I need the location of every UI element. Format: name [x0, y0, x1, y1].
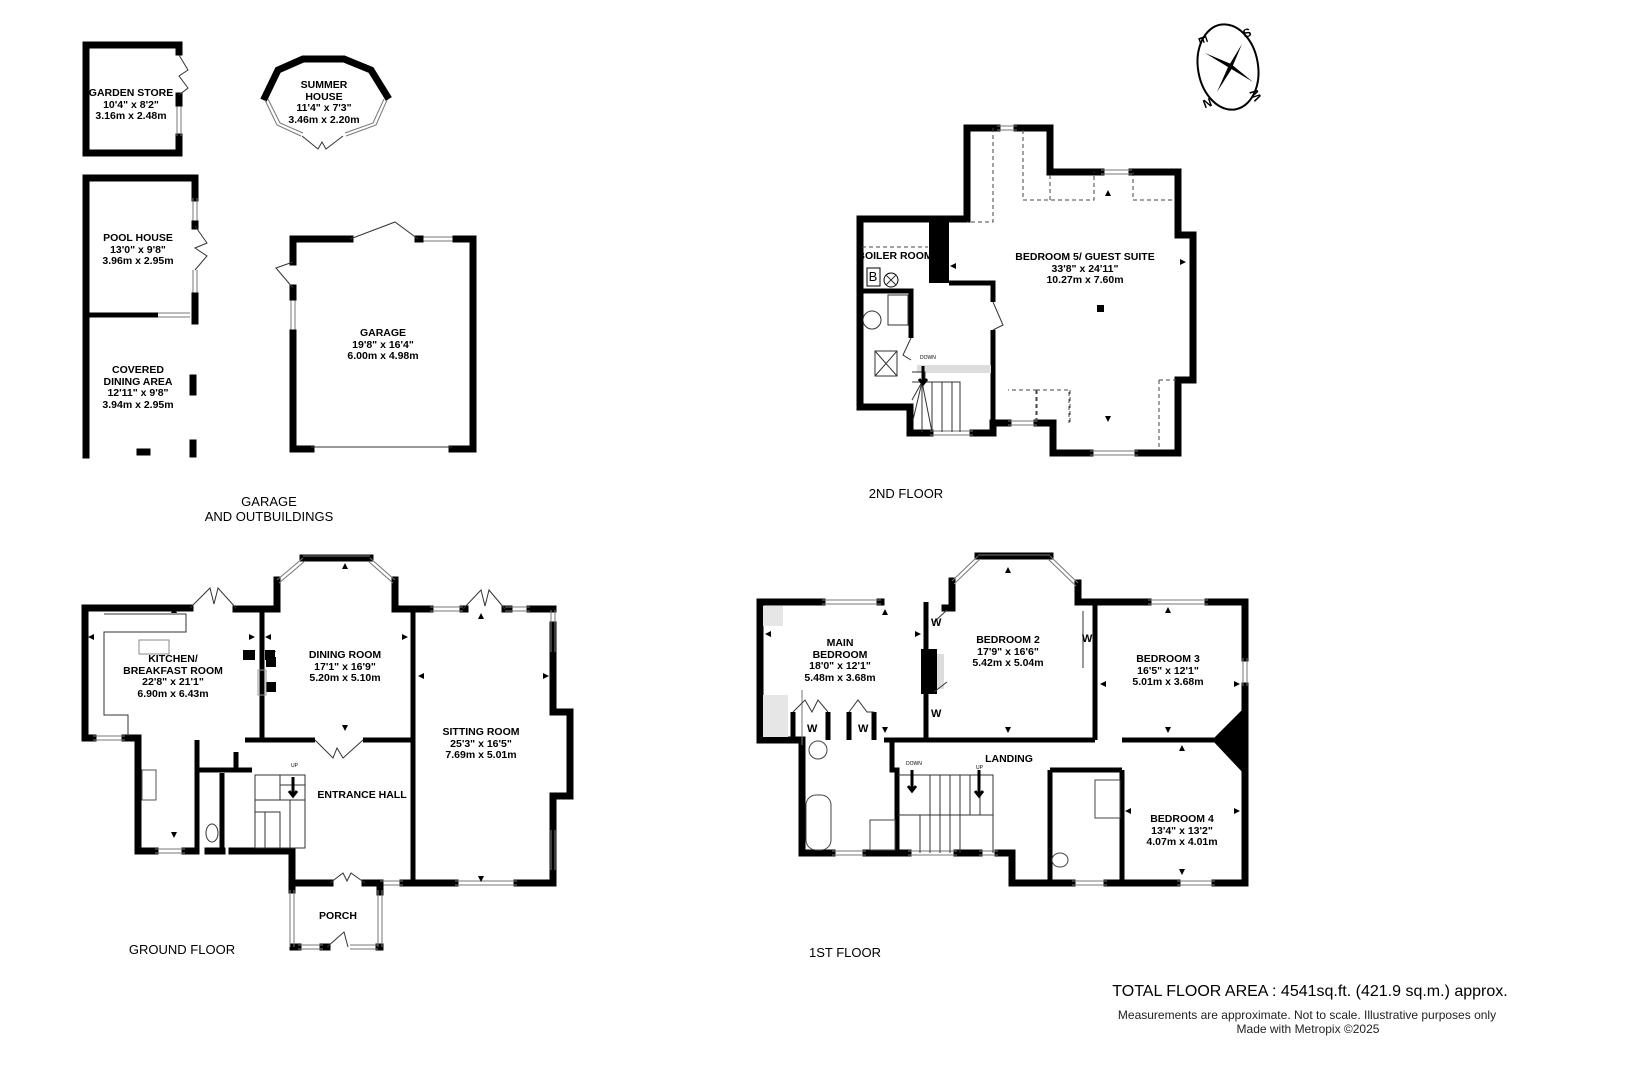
wardrobe-mark: W [807, 723, 818, 735]
floor-label-line: AND OUTBUILDINGS [204, 509, 334, 524]
wardrobe-mark: W [1082, 633, 1093, 645]
room-size-imperial: 33'8" x 24'11" [1051, 262, 1119, 275]
summer-house-walls [260, 55, 392, 150]
disclaimer: Measurements are approximate. Not to sca… [1117, 1008, 1497, 1022]
room-name: LANDING [985, 753, 1033, 765]
room-name: BOILER ROOM [857, 250, 933, 262]
room-size-metric: 5.48m x 3.68m [804, 671, 876, 684]
room-size-metric: 3.46m x 2.20m [288, 113, 360, 126]
room-name: BEDROOM 2 [976, 634, 1040, 646]
stair-direction-label: UP [291, 763, 298, 769]
room-name: DINING ROOM [308, 649, 382, 661]
room-size-imperial: 13'4" x 13'2" [1151, 824, 1213, 837]
second-floor-walls [856, 124, 1197, 457]
room-name: MAIN [826, 637, 854, 649]
room-label-kitchen-breakfast-room: KITCHEN/ BREAKFAST ROOM 22'8" x 21'1" 6.… [123, 653, 223, 700]
room-label-porch: PORCH [319, 910, 357, 923]
room-label-landing: LANDING [985, 753, 1033, 766]
credit: Made with Metropix ©2025 [1236, 1022, 1380, 1036]
room-size-imperial: 13'0" x 9'8" [110, 243, 166, 256]
room-size-imperial: 11'4" x 7'3" [296, 102, 352, 114]
first-floor-walls [756, 552, 1249, 887]
room-name: DINING AREA [103, 375, 173, 388]
room-size-metric: 7.69m x 5.01m [445, 749, 517, 761]
room-size-metric: 5.01m x 3.68m [1132, 676, 1204, 688]
room-size-metric: 3.96m x 2.95m [102, 255, 174, 267]
room-size-imperial: 22'8" x 21'1" [142, 676, 204, 688]
room-name: HOUSE [305, 90, 343, 103]
wardrobe-mark: W [858, 723, 869, 735]
room-name: ENTRANCE HALL [317, 789, 407, 801]
room-name: KITCHEN/ [148, 653, 198, 665]
room-size-metric: 4.07m x 4.01m [1146, 836, 1218, 848]
ground-floor-walls [81, 554, 574, 951]
room-label-summer-house: SUMMER HOUSE 11'4" x 7'3" 3.46m x 2.20m [288, 79, 360, 126]
room-size-imperial: 18'0" x 12'1" [809, 660, 871, 672]
room-name: SUMMER [300, 79, 348, 91]
room-name: BEDROOM [812, 648, 868, 661]
boiler-symbol: B [868, 269, 878, 284]
room-label-sitting-room: SITTING ROOM 25'3" x 16'5" 7.69m x 5.01m [442, 726, 520, 762]
room-size-imperial: 19'8" x 16'4" [352, 338, 414, 351]
wardrobe-mark: W [931, 617, 942, 629]
room-name: BEDROOM 3 [1136, 653, 1200, 665]
room-size-imperial: 10'4" x 8'2" [103, 98, 159, 111]
room-size-imperial: 17'9" x 16'6" [977, 645, 1039, 658]
floor-label-first: 1ST FLOOR [808, 945, 882, 960]
wardrobe-mark: W [931, 708, 942, 720]
room-label-bedroom-5-guest-suite: BEDROOM 5/ GUEST SUITE 33'8" x 24'11" 10… [1015, 251, 1155, 287]
room-size-metric: 3.94m x 2.95m [102, 398, 174, 411]
stair-direction-label: DOWN [920, 355, 936, 361]
floor-label-line: GARAGE [241, 494, 297, 509]
compass-rose-icon [1196, 23, 1260, 111]
room-name: COVERED [112, 364, 164, 376]
floor-label-outbuildings: GARAGE AND OUTBUILDINGS [205, 494, 334, 524]
room-label-boiler-room: BOILER ROOM [857, 250, 933, 263]
room-label-dining-room: DINING ROOM 17'1" x 16'9" 5.20m x 5.10m [308, 649, 382, 685]
room-name: POOL HOUSE [103, 232, 173, 244]
garden-store-walls [82, 41, 189, 157]
room-size-metric: 3.16m x 2.48m [95, 110, 167, 122]
room-size-metric: 6.90m x 6.43m [137, 687, 209, 700]
pool-house-walls [82, 174, 208, 459]
stair-direction-label: DOWN [906, 761, 922, 767]
covered-dining-walls [136, 374, 197, 458]
room-label-bedroom-4: BEDROOM 4 13'4" x 13'2" 4.07m x 4.01m [1146, 813, 1218, 849]
floor-label-second: 2ND FLOOR [868, 486, 944, 501]
room-label-garage: GARAGE 19'8" x 16'4" 6.00m x 4.98m [347, 327, 419, 363]
stair-direction-label: UP [976, 765, 983, 771]
room-size-metric: 5.20m x 5.10m [309, 672, 381, 684]
room-name: BREAKFAST ROOM [123, 664, 223, 677]
garage-walls [275, 221, 477, 453]
room-label-entrance-hall: ENTRANCE HALL [317, 789, 407, 802]
room-label-covered-dining-area: COVERED DINING AREA 12'11" x 9'8" 3.94m … [102, 364, 174, 411]
room-name: PORCH [319, 910, 357, 922]
room-name: SITTING ROOM [442, 726, 520, 738]
room-size-imperial: 16'5" x 12'1" [1137, 664, 1199, 677]
room-name: GARDEN STORE [88, 87, 174, 99]
room-size-imperial: 12'11" x 9'8" [107, 387, 169, 399]
floor-label-ground: GROUND FLOOR [128, 942, 236, 957]
room-label-garden-store: GARDEN STORE 10'4" x 8'2" 3.16m x 2.48m [88, 87, 174, 123]
room-label-pool-house: POOL HOUSE 13'0" x 9'8" 3.96m x 2.95m [102, 232, 174, 268]
room-size-imperial: 17'1" x 16'9" [314, 660, 376, 673]
room-label-main-bedroom: MAIN BEDROOM 18'0" x 12'1" 5.48m x 3.68m [804, 637, 876, 684]
room-size-metric: 10.27m x 7.60m [1046, 274, 1124, 286]
room-label-bedroom-3: BEDROOM 3 16'5" x 12'1" 5.01m x 3.68m [1132, 653, 1204, 689]
room-name: GARAGE [359, 327, 407, 339]
room-name: BEDROOM 4 [1150, 813, 1214, 825]
room-label-bedroom-2: BEDROOM 2 17'9" x 16'6" 5.42m x 5.04m [972, 634, 1044, 670]
total-floor-area: TOTAL FLOOR AREA : 4541sq.ft. (421.9 sq.… [1112, 983, 1508, 1000]
room-size-metric: 5.42m x 5.04m [972, 657, 1044, 669]
room-name: BEDROOM 5/ GUEST SUITE [1015, 251, 1155, 263]
room-size-imperial: 25'3" x 16'5" [450, 737, 512, 750]
room-size-metric: 6.00m x 4.98m [347, 350, 419, 362]
